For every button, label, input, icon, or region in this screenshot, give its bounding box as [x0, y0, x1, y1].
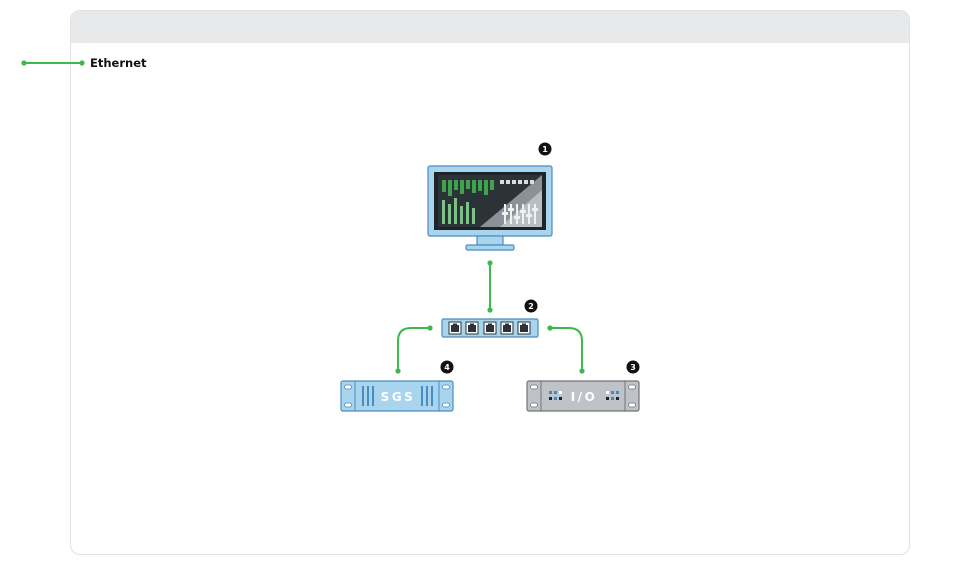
io-badge: 3 [626, 360, 640, 374]
io-label: I/O [571, 390, 598, 404]
ethernet-port-icon [465, 321, 479, 335]
sgs-label: SGS [381, 390, 416, 404]
ethernet-connections [395, 260, 585, 374]
switch-badge: 2 [524, 299, 538, 313]
ethernet-port-icon [483, 321, 497, 335]
sgs-badge: 4 [440, 360, 454, 374]
ethernet-link-switch-sgs [395, 325, 433, 374]
network-switch-icon [441, 318, 539, 338]
ethernet-legend-label: Ethernet [90, 56, 147, 70]
sgs-rack-unit-icon: SGS [340, 380, 454, 412]
ethernet-link-switch-io [547, 325, 585, 374]
card-header [71, 11, 909, 43]
ethernet-port-icon [517, 321, 531, 335]
diagram-card [70, 10, 910, 555]
switch-badge-number: 2 [528, 302, 534, 311]
io-rack-unit-icon: I/O [526, 380, 640, 412]
ethernet-port-icon [500, 321, 514, 335]
workstation-monitor-icon [427, 165, 553, 251]
sgs-badge-number: 4 [444, 363, 450, 372]
workstation-badge-number: 1 [542, 145, 548, 154]
io-badge-number: 3 [630, 363, 636, 372]
ethernet-link-workstation-switch [487, 260, 493, 313]
workstation-badge: 1 [538, 142, 552, 156]
ethernet-port-icon [448, 321, 462, 335]
ethernet-legend-line [21, 60, 85, 66]
